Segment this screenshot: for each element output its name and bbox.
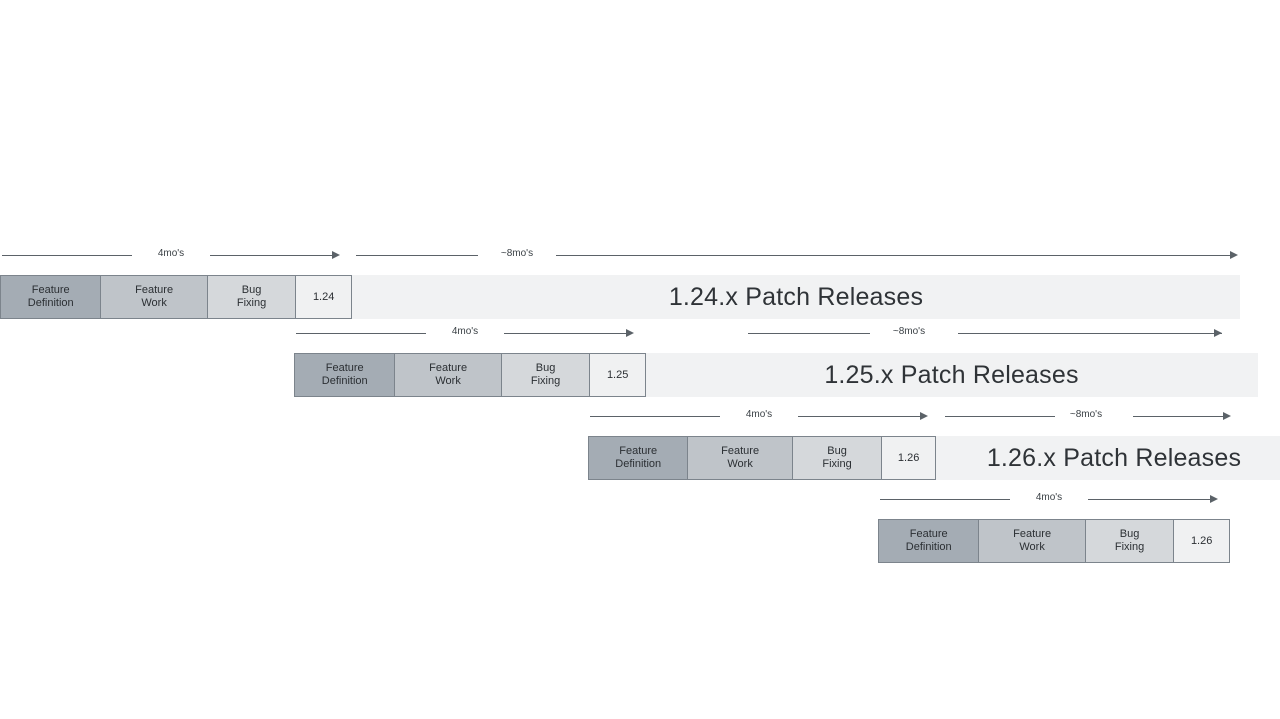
release-tag-label: 1.26 [1190,534,1213,547]
patch-release-title-125: 1.25.x Patch Releases [824,361,1079,389]
segment-line-2: Fixing [1114,541,1145,553]
phase-segment-bug-fixing[interactable]: Bug Fixing [1085,520,1175,562]
measure-rule-right [958,333,1222,334]
segment-line-2: Definition [27,297,74,309]
arrow-head-icon [626,329,634,337]
dev-duration-label: 4mo's [451,326,479,337]
segment-line-2: Work [141,297,167,309]
segment-line-1: Bug [1119,528,1140,540]
segment-line-1: Feature [429,362,468,374]
segment-line-2: Work [727,458,753,470]
segment-line-2: Fixing [822,458,852,470]
phase-bar-126b: Feature Definition Feature Work Bug Fixi… [878,519,1230,563]
patch-release-title-126: 1.26.x Patch Releases [986,444,1242,472]
segment-line-1: Feature [31,284,70,296]
segment-line-1: Feature [1013,528,1052,540]
segment-line-2: Fixing [530,375,561,387]
arrow-head-icon [920,412,928,420]
release-tag-label: 1.25 [606,368,629,381]
measure-rule-left [356,255,478,256]
phase-segment-bug-fixing[interactable]: Bug Fixing [792,437,883,479]
phase-bar-125: Feature Definition Feature Work Bug Fixi… [294,353,646,397]
phase-segment-feature-work[interactable]: Feature Work [395,354,502,396]
measure-rule-right [1088,499,1210,500]
measure-rule-left [2,255,132,256]
measure-rule-right [210,255,332,256]
segment-line-2: Definition [321,375,368,387]
segment-line-2: Fixing [236,297,267,309]
dev-duration-label: 4mo's [157,248,185,259]
segment-line-2: Definition [905,541,952,553]
segment-line-2: Work [435,375,461,387]
release-tag-label: 1.24 [312,290,335,303]
patch-duration-measure-125: ~8mo's [748,323,1230,345]
patch-duration-label: ~8mo's [1069,409,1103,420]
phase-segment-feature-definition[interactable]: Feature Definition [295,354,396,396]
release-tag-label: 1.26 [897,451,920,464]
dev-duration-label: 4mo's [1035,492,1063,503]
phase-segment-release-tag[interactable]: 1.24 [296,276,351,318]
measure-rule-left [945,416,1055,417]
segment-line-1: Bug [241,284,262,296]
measure-rule-left [296,333,426,334]
segment-line-2: Definition [615,458,662,470]
phase-segment-release-tag[interactable]: 1.25 [590,354,645,396]
segment-line-2: Work [1019,541,1045,553]
segment-line-1: Feature [909,528,948,540]
arrow-head-icon [332,251,340,259]
dev-duration-label: 4mo's [745,409,773,420]
phase-bar-124: Feature Definition Feature Work Bug Fixi… [0,275,352,319]
measure-rule-right [798,416,920,417]
measure-rule-left [590,416,720,417]
segment-line-1: Feature [721,445,760,457]
arrow-head-icon [1230,251,1238,259]
measure-rule-left [748,333,870,334]
release-row-126: 4mo's ~8mo's 1.26.x Patch Releases Featu… [0,406,1280,484]
phase-segment-feature-work[interactable]: Feature Work [979,520,1086,562]
patch-duration-measure-124: ~8mo's [356,245,1238,267]
phase-segment-release-tag[interactable]: 1.26 [1174,520,1229,562]
release-row-124: 4mo's ~8mo's 1.24.x Patch Releases Featu… [0,245,1280,323]
segment-line-1: Feature [619,445,658,457]
dev-duration-measure-126b: 4mo's [880,489,1218,511]
phase-segment-feature-work[interactable]: Feature Work [688,437,793,479]
phase-segment-bug-fixing[interactable]: Bug Fixing [207,276,297,318]
segment-line-1: Feature [135,284,174,296]
phase-segment-release-tag[interactable]: 1.26 [882,437,935,479]
phase-segment-feature-work[interactable]: Feature Work [101,276,208,318]
release-row-125: 4mo's ~8mo's 1.25.x Patch Releases Featu… [0,323,1280,401]
measure-rule-right [1133,416,1225,417]
phase-segment-feature-definition[interactable]: Feature Definition [1,276,102,318]
arrow-head-icon [1210,495,1218,503]
arrow-head-icon [1223,412,1231,420]
dev-duration-measure-126: 4mo's [590,406,928,428]
release-row-126b: 4mo's Feature Definition Feature Work Bu… [0,489,1280,567]
segment-line-1: Bug [827,445,847,457]
patch-duration-label: ~8mo's [500,248,534,259]
phase-segment-feature-definition[interactable]: Feature Definition [589,437,689,479]
dev-duration-measure-125: 4mo's [296,323,634,345]
measure-rule-right [556,255,1230,256]
patch-release-title-124: 1.24.x Patch Releases [668,283,924,311]
segment-line-1: Bug [535,362,556,374]
dev-duration-measure-124: 4mo's [2,245,340,267]
patch-duration-label: ~8mo's [892,326,926,337]
patch-duration-measure-126: ~8mo's [945,406,1241,428]
measure-rule-right [504,333,626,334]
arrow-head-icon [1214,329,1222,337]
phase-segment-bug-fixing[interactable]: Bug Fixing [501,354,591,396]
phase-bar-126: Feature Definition Feature Work Bug Fixi… [588,436,936,480]
phase-segment-feature-definition[interactable]: Feature Definition [879,520,980,562]
measure-rule-left [880,499,1010,500]
segment-line-1: Feature [325,362,364,374]
